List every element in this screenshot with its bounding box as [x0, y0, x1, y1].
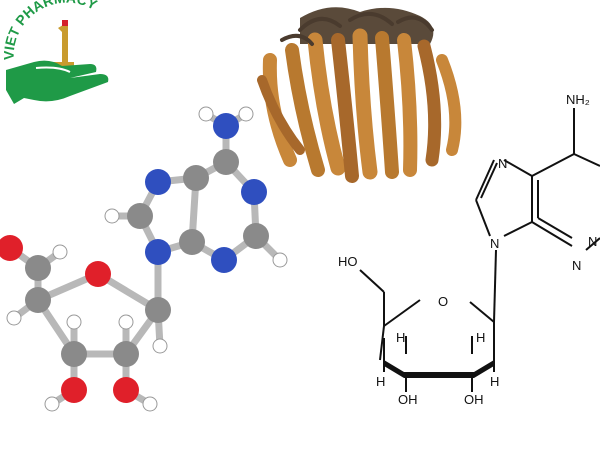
- atom-o: [0, 235, 23, 261]
- atoms: [0, 106, 288, 412]
- gold-emblem-icon: [58, 22, 68, 64]
- red-dot-icon: [62, 20, 68, 26]
- label-n-right: N: [588, 234, 597, 249]
- label-ring-o: O: [438, 294, 448, 309]
- atom-c: [25, 255, 51, 281]
- atom-h: [44, 396, 60, 412]
- atom-c: [113, 341, 139, 367]
- atom-n: [145, 169, 171, 195]
- atom-c: [243, 223, 269, 249]
- label-n-bottom: N: [572, 258, 581, 273]
- atom-h: [6, 310, 22, 326]
- atom-n: [145, 239, 171, 265]
- atom-c: [213, 149, 239, 175]
- atom-n: [241, 179, 267, 205]
- atom-h: [52, 244, 68, 260]
- label-h: H: [490, 374, 499, 389]
- atom-h: [142, 396, 158, 412]
- label-n-top: N: [498, 156, 507, 171]
- atom-o: [85, 261, 111, 287]
- label-h: H: [376, 374, 385, 389]
- viet-pharmacy-logo: VIET PHARMACY: [1, 0, 109, 104]
- atom-c: [179, 229, 205, 255]
- atom-h: [66, 314, 82, 330]
- label-ho: HO: [338, 254, 358, 269]
- atom-c: [61, 341, 87, 367]
- atom-h: [198, 106, 214, 122]
- atom-h: [272, 252, 288, 268]
- atom-c: [127, 203, 153, 229]
- atom-o: [113, 377, 139, 403]
- atom-h: [152, 338, 168, 354]
- atom-h: [104, 208, 120, 224]
- label-oh: OH: [464, 392, 484, 407]
- atom-c: [183, 165, 209, 191]
- label-h: H: [476, 330, 485, 345]
- green-hand-icon: [6, 60, 109, 104]
- atom-n: [213, 113, 239, 139]
- atom-h: [238, 106, 254, 122]
- atom-o: [61, 377, 87, 403]
- label-oh: OH: [398, 392, 418, 407]
- label-n-left: N: [490, 236, 499, 251]
- atom-h: [118, 314, 134, 330]
- label-h: H: [396, 330, 405, 345]
- atom-n: [211, 247, 237, 273]
- atom-c: [145, 297, 171, 323]
- atom-c: [25, 287, 51, 313]
- label-nh2: NH₂: [566, 92, 590, 107]
